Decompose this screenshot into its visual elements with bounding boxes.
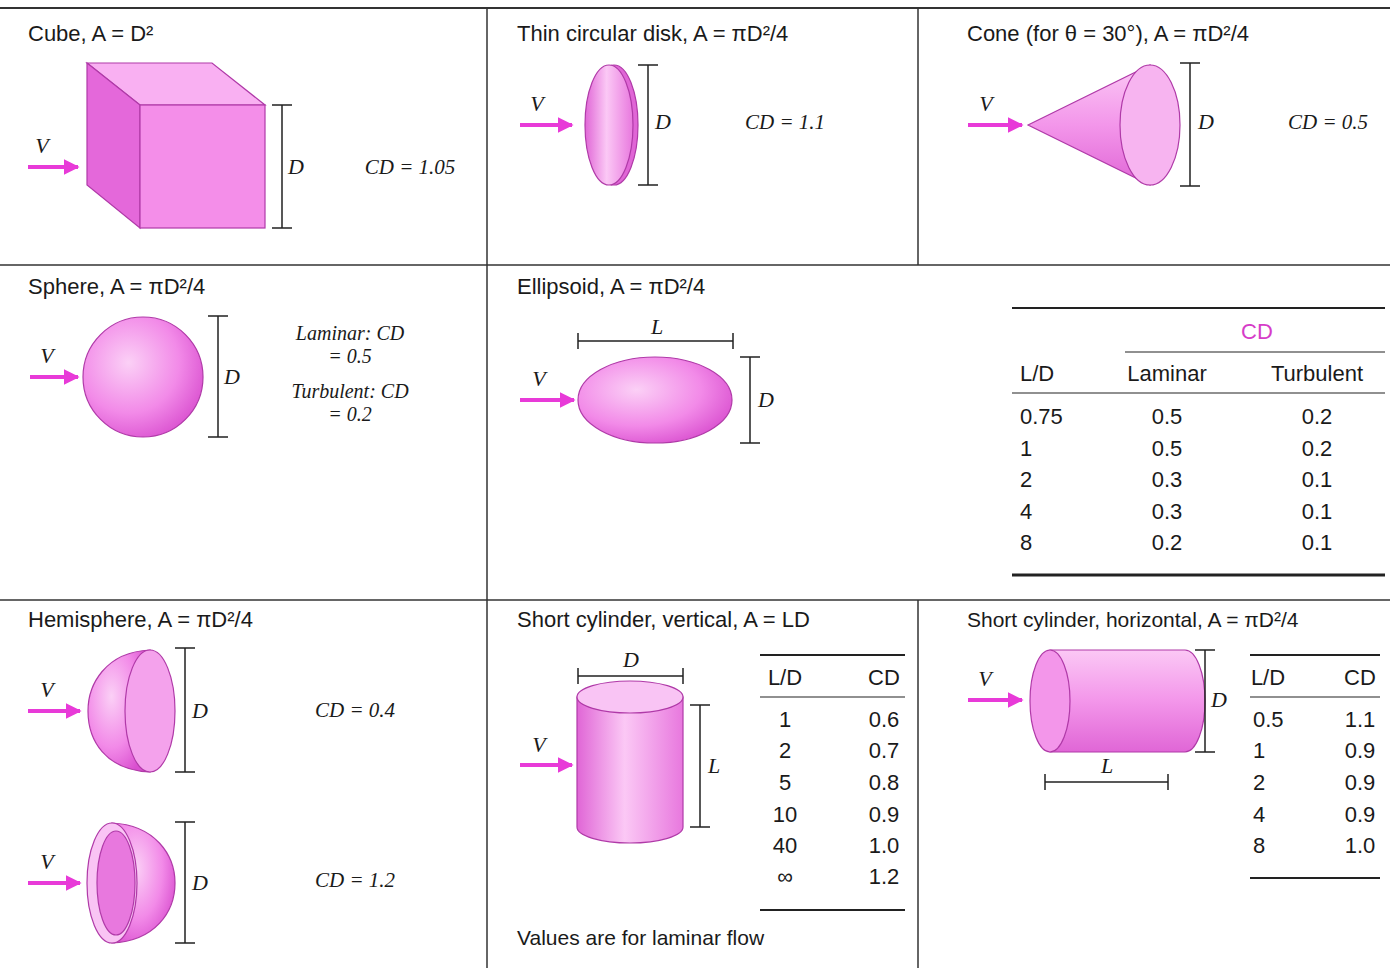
table-cell-text: 2 xyxy=(779,738,791,763)
table-cell-text: 4 xyxy=(1253,802,1265,827)
flow-arrows xyxy=(28,125,1022,883)
shape-heading: Sphere, A = πD²/4 xyxy=(28,274,205,299)
table-cell-text: 5 xyxy=(779,770,791,795)
dimension-symbol: D xyxy=(655,109,671,134)
dimension-symbol: V xyxy=(35,133,48,158)
table-cell-text: 0.5 xyxy=(1253,707,1284,732)
shape-heading: Hemisphere, A = πD²/4 xyxy=(28,607,253,632)
table-cell-text: 0.9 xyxy=(869,802,900,827)
table-cell: Hemisphere, A = πD²/4 CD = 0.4 CD = 1.2 xyxy=(0,600,487,968)
table-cell-text: 0.3 xyxy=(1152,467,1183,492)
drag-coefficient: CD = 0.5 xyxy=(1288,110,1368,134)
dimension-symbol: V xyxy=(40,849,53,874)
table-cell-text: L/D xyxy=(768,665,802,690)
table-cell-text: 0.9 xyxy=(1345,802,1376,827)
table-note: Values are for laminar flow xyxy=(517,926,764,950)
dimension-symbol: D xyxy=(192,870,208,895)
table-cell-text: Laminar xyxy=(1127,361,1206,386)
drag-coefficient: CD = 1.05 xyxy=(365,155,456,179)
shape-heading: Short cylinder, vertical, A = LD xyxy=(517,607,810,632)
table-cell: Cube, A = D² CD = 1.05 xyxy=(0,8,487,265)
dimension-symbol: D xyxy=(192,698,208,723)
dimension-symbol: D xyxy=(1211,687,1227,712)
dimension-symbol: V xyxy=(40,677,53,702)
table-cell-text: 0.8 xyxy=(869,770,900,795)
table-rules xyxy=(760,308,1385,910)
table-cell-text: 0.5 xyxy=(1152,404,1183,429)
table-cell: Cone (for θ = 30°), A = πD²/4 CD = 0.5 xyxy=(918,8,1390,265)
dimension-lines xyxy=(175,63,1215,943)
shape-heading: Cube, A = D² xyxy=(28,21,153,46)
table-cell-text: CD xyxy=(1344,665,1376,690)
table-cell-text: 0.9 xyxy=(1345,770,1376,795)
shape-heading: Ellipsoid, A = πD²/4 xyxy=(517,274,705,299)
shape-heading: Cone (for θ = 30°), A = πD²/4 xyxy=(967,21,1249,46)
table-cell-text: 0.9 xyxy=(1345,738,1376,763)
table-cell-text: 0.2 xyxy=(1302,404,1333,429)
dimension-symbol: D xyxy=(224,364,240,389)
table-cell-text: 10 xyxy=(773,802,797,827)
table-cell: Short cylinder, horizontal, A = πD²/4 xyxy=(918,600,1390,968)
table-cell-text: CD xyxy=(1241,319,1273,344)
drag-coefficient: CD = 0.4 xyxy=(315,698,395,722)
table-cell-text: 0.3 xyxy=(1152,499,1183,524)
table-cell-text: 2 xyxy=(1253,770,1265,795)
dimension-symbol: D xyxy=(288,154,304,179)
dimension-symbol: D xyxy=(623,647,639,672)
drag-coefficient: Laminar: CD = 0.5 xyxy=(290,322,410,368)
dimension-symbol: L xyxy=(708,753,720,778)
table-cell-text: 1 xyxy=(1253,738,1265,763)
dimension-symbol: V xyxy=(532,732,545,757)
table-cell-text: 40 xyxy=(773,833,797,858)
dimension-symbol: V xyxy=(530,91,543,116)
table-cell-text: 4 xyxy=(1020,499,1032,524)
table-cell-text: 0.7 xyxy=(869,738,900,763)
dimension-symbol: D xyxy=(758,387,774,412)
table-cell-text: 0.5 xyxy=(1152,436,1183,461)
table-cell-text: L/D xyxy=(1020,361,1054,386)
dimension-symbol: D xyxy=(1198,109,1214,134)
table-cell: Sphere, A = πD²/4Laminar: CD = 0.5Turbul… xyxy=(0,265,487,600)
table-cell: Ellipsoid, A = πD²/4 xyxy=(487,265,1390,600)
dimension-symbol: V xyxy=(978,666,991,691)
table-cell-text: 1 xyxy=(1020,436,1032,461)
table-cell-text: 0.1 xyxy=(1302,499,1333,524)
table-cell-text: CD xyxy=(868,665,900,690)
table-cell-text: L/D xyxy=(1251,665,1285,690)
dimension-symbol: V xyxy=(979,91,992,116)
drag-coefficient: CD = 1.1 xyxy=(745,110,825,134)
table-grid xyxy=(0,8,1390,968)
shape-heading: Short cylinder, horizontal, A = πD²/4 xyxy=(967,608,1298,632)
table-cell-text: 2 xyxy=(1020,467,1032,492)
table-cell-text: 1.0 xyxy=(1345,833,1376,858)
table-cell-text: 0.2 xyxy=(1152,530,1183,555)
dimension-symbol: L xyxy=(1101,753,1113,778)
dimension-symbol: L xyxy=(651,314,663,339)
shape-heading: Thin circular disk, A = πD²/4 xyxy=(517,21,788,46)
table-cell-text: 0.2 xyxy=(1302,436,1333,461)
table-cell: Short cylinder, vertical, A = LD xyxy=(487,600,918,968)
table-cell-text: 0.6 xyxy=(869,707,900,732)
drag-coefficient: Turbulent: CD = 0.2 xyxy=(290,380,410,426)
table-cell-text: 0.1 xyxy=(1302,467,1333,492)
table-cell-text: 1.2 xyxy=(869,864,900,889)
table-cell-text: Turbulent xyxy=(1271,361,1363,386)
table-cell-text: 8 xyxy=(1253,833,1265,858)
body-shapes xyxy=(83,63,1205,943)
table-cell-text: 1.1 xyxy=(1345,707,1376,732)
dimension-symbol: V xyxy=(532,366,545,391)
table-cell-text: 1 xyxy=(779,707,791,732)
drag-coefficient: CD = 1.2 xyxy=(315,868,395,892)
table-cell-text: 0.1 xyxy=(1302,530,1333,555)
table-cell-text: 0.75 xyxy=(1020,404,1063,429)
table-cell-text: 8 xyxy=(1020,530,1032,555)
table-cell-text: ∞ xyxy=(777,864,793,889)
table-cell: Thin circular disk, A = πD²/4 CD = 1.1 xyxy=(487,8,918,265)
dimension-symbol: V xyxy=(40,343,53,368)
table-cell-text: 1.0 xyxy=(869,833,900,858)
